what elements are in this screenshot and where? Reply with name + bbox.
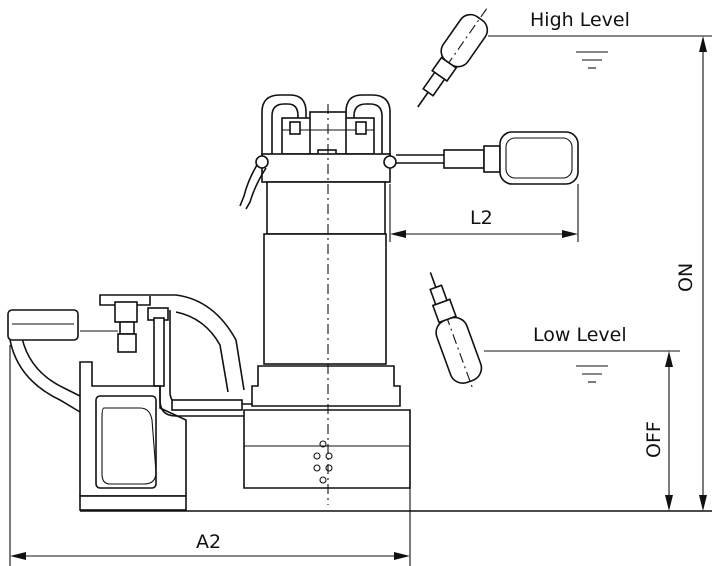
dimension-off	[665, 351, 673, 511]
dimension-a2	[9, 345, 411, 566]
dimension-a2-label: A2	[196, 531, 221, 553]
dimension-off-label: OFF	[643, 421, 665, 458]
pump-body	[239, 94, 411, 505]
side-float	[443, 131, 579, 185]
discharge-assembly	[7, 154, 444, 511]
dimension-on	[699, 36, 707, 511]
dimension-l2	[389, 184, 579, 242]
high-level-label: High Level	[530, 9, 630, 31]
low-level-marker	[484, 350, 680, 383]
low-level-label: Low Level	[533, 324, 627, 346]
high-level-marker	[488, 35, 712, 69]
float-low	[429, 272, 483, 391]
dimension-on-label: ON	[675, 263, 697, 292]
float-high	[417, 8, 489, 108]
dimension-l2-label: L2	[470, 207, 493, 229]
